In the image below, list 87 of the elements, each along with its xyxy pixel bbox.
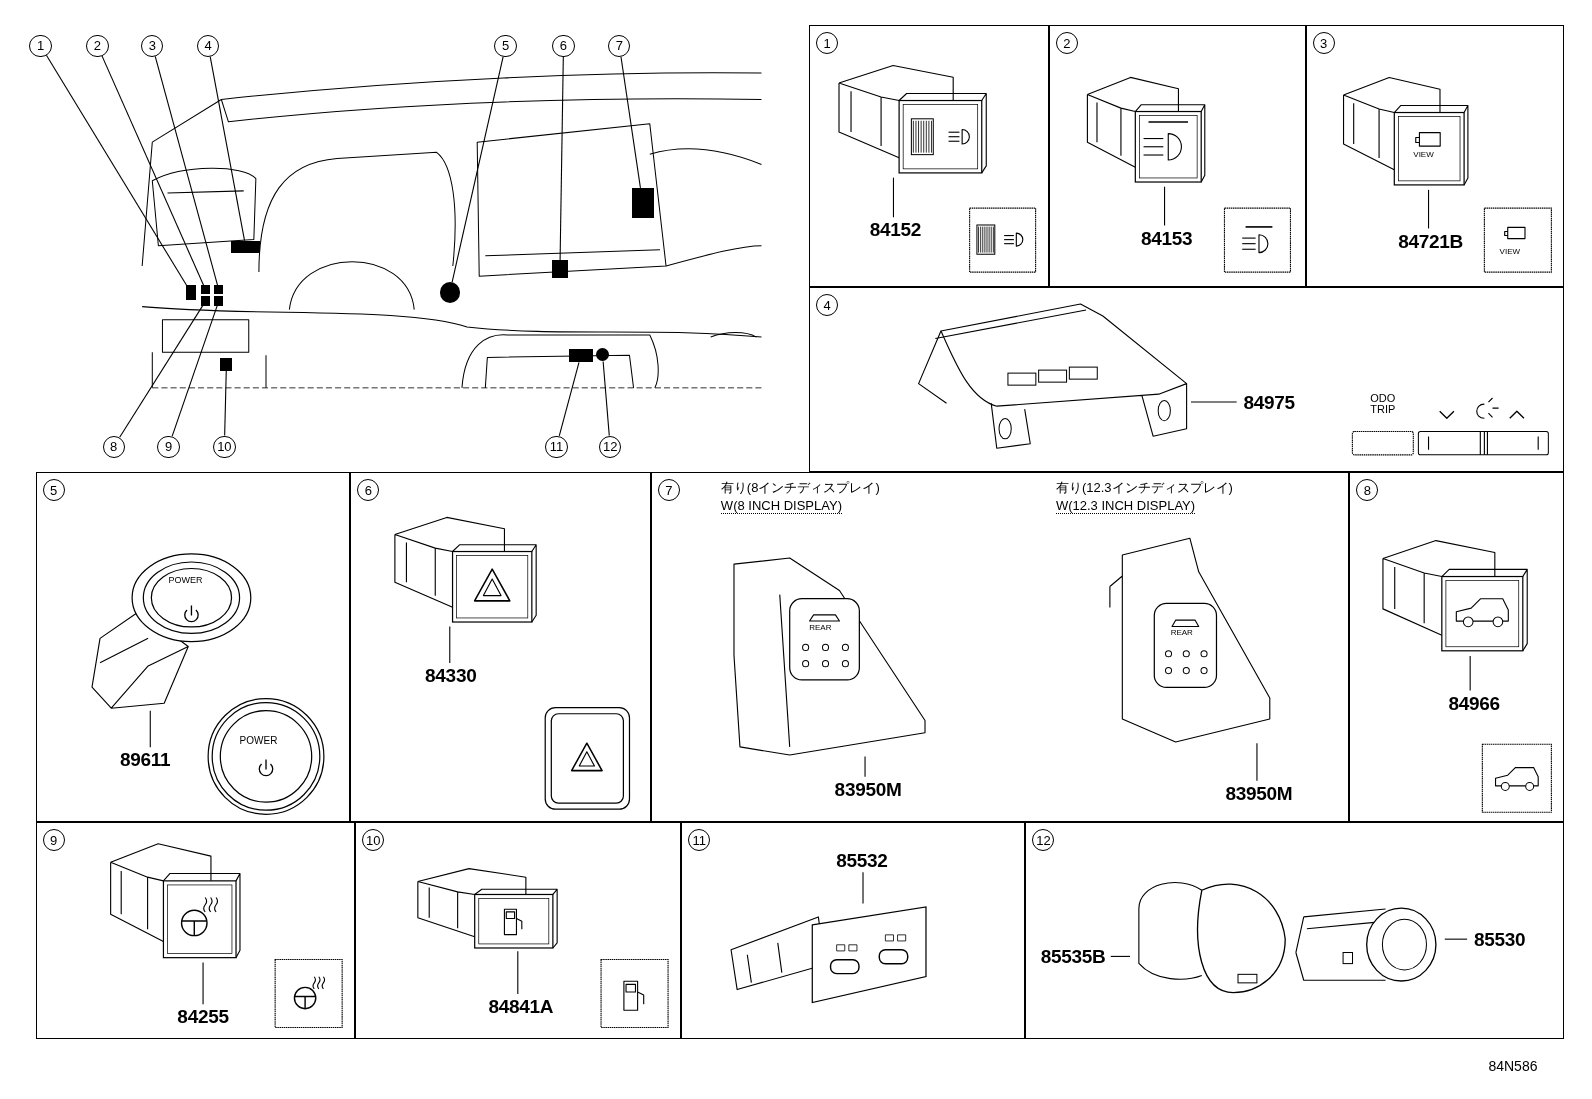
callout-number: 3 [141, 34, 164, 57]
leader-line [449, 625, 451, 664]
button-legend: ODO TRIP [1365, 392, 1401, 415]
panel-frame [809, 287, 1564, 473]
part-number: 84330 [419, 664, 483, 689]
variant-heading: W(8 INCH DISPLAY) [720, 498, 842, 515]
panel-frame [1349, 472, 1564, 823]
leader-line [149, 710, 151, 748]
leader-line [620, 56, 641, 189]
callout-number: 8 [102, 435, 125, 458]
location-mark [552, 259, 568, 279]
part-number: 84152 [864, 218, 927, 243]
callout-number: 4 [196, 34, 220, 57]
panel-frame [809, 25, 1049, 288]
leader-line [224, 370, 227, 437]
part-number: 84721B [1391, 229, 1470, 254]
location-mark [214, 296, 224, 306]
variant-heading: W(12.3 INCH DISPLAY) [1055, 498, 1196, 515]
leader-line [864, 755, 866, 778]
panel-frame [681, 822, 1026, 1039]
part-number: 85530 [1468, 927, 1532, 953]
part-number: 83950M [831, 777, 905, 803]
leader-line [862, 871, 864, 905]
part-number: 85532 [828, 848, 896, 874]
callout-number: 6 [552, 34, 575, 57]
button-legend: REAR [809, 623, 832, 633]
button-legend: REAR [1170, 628, 1193, 638]
part-number: 84153 [1135, 226, 1198, 251]
location-mark [439, 282, 460, 303]
part-number: 84841A [482, 994, 560, 1020]
part-number: 89611 [112, 748, 178, 773]
leader-line [1469, 655, 1471, 691]
location-mark [201, 296, 211, 306]
leader-line [101, 55, 205, 286]
callout-number: 11 [545, 435, 568, 458]
variant-heading: 有り(8インチディスプレイ) [720, 481, 880, 497]
leader-line [451, 56, 504, 283]
leader-line [1444, 938, 1468, 940]
leader-line [1164, 186, 1166, 226]
panel-frame [35, 822, 356, 1039]
leader-line [154, 55, 219, 286]
part-number: 84966 [1442, 691, 1506, 716]
callout-number: 7 [608, 34, 631, 57]
callout-number: 1 [29, 34, 52, 57]
leader-line [209, 56, 246, 242]
panel-frame [1025, 822, 1564, 1039]
location-mark [201, 285, 211, 295]
callout-number: 2 [86, 34, 109, 57]
panel-frame [650, 472, 1350, 823]
drawing-number: 84N586 [1488, 1057, 1538, 1075]
leader-line [45, 54, 188, 286]
leader-line [558, 361, 580, 437]
button-legend: POWER [239, 735, 278, 747]
leader-line [119, 305, 204, 438]
panel-frame [35, 472, 351, 823]
part-number: 85535B [1034, 945, 1112, 970]
button-legend: VIEW [1413, 150, 1434, 160]
callout-number: 12 [599, 435, 622, 458]
variant-heading: 有り(12.3インチディスプレイ) [1055, 481, 1233, 497]
location-mark [596, 348, 610, 362]
location-mark [185, 285, 196, 300]
panel-frame [350, 472, 651, 823]
button-legend: VIEW [1499, 246, 1521, 256]
callout-number: 10 [213, 435, 236, 458]
location-mark [214, 285, 224, 295]
callout-number: 5 [494, 34, 517, 57]
button-legend: POWER [168, 574, 203, 585]
leader-line [1428, 189, 1430, 229]
location-mark [220, 358, 233, 371]
leader-line [559, 56, 564, 261]
location-mark [568, 349, 593, 363]
leader-line [1110, 955, 1131, 957]
leader-line [171, 305, 218, 437]
panel-frame [1048, 25, 1306, 288]
leader-line [602, 360, 610, 437]
callout-number: 9 [157, 435, 180, 458]
part-number: 83950M [1222, 781, 1296, 807]
panel-frame [355, 822, 682, 1039]
leader-line [517, 950, 519, 995]
part-number: 84255 [171, 1005, 235, 1030]
part-number: 84975 [1237, 390, 1301, 416]
leader-line [202, 961, 204, 1005]
leader-line [892, 177, 894, 218]
panel-frame [1305, 25, 1564, 288]
location-mark [631, 187, 654, 219]
leader-line [1256, 742, 1258, 782]
leader-line [1190, 401, 1238, 403]
